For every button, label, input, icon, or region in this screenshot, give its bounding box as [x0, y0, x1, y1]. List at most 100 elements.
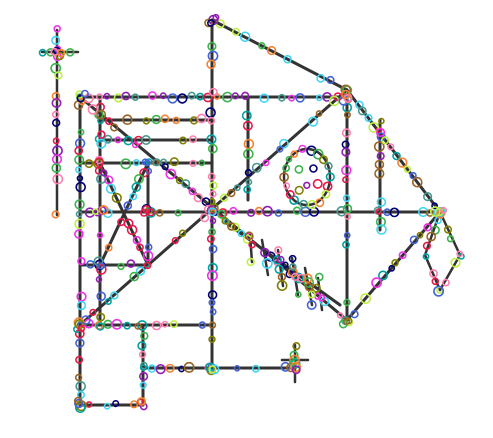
- point-marker: [136, 320, 148, 331]
- point-marker: [126, 259, 136, 268]
- point-marker: [246, 208, 256, 217]
- point-marker: [198, 159, 206, 167]
- point-marker: [89, 308, 97, 317]
- point-marker: [277, 93, 286, 102]
- point-marker: [77, 257, 86, 266]
- point-marker: [312, 178, 323, 189]
- point-marker: [120, 158, 132, 170]
- point-marker: [227, 189, 236, 198]
- point-marker: [87, 104, 99, 115]
- point-marker: [342, 176, 349, 184]
- point-marker: [111, 192, 122, 203]
- point-marker: [342, 194, 351, 203]
- point-marker: [208, 244, 218, 254]
- point-marker: [135, 266, 146, 276]
- point-marker: [357, 106, 367, 116]
- point-marker: [326, 75, 335, 85]
- point-marker: [304, 282, 314, 292]
- point-marker: [75, 166, 83, 174]
- point-marker: [51, 35, 61, 46]
- point-marker: [136, 243, 144, 252]
- point-marker: [229, 206, 238, 215]
- point-marker: [206, 59, 216, 70]
- point-marker: [318, 155, 328, 165]
- point-marker: [446, 235, 455, 243]
- point-marker: [86, 259, 95, 269]
- point-marker: [209, 217, 217, 225]
- point-marker: [315, 94, 323, 102]
- point-marker: [456, 250, 464, 258]
- point-marker: [381, 136, 390, 145]
- point-marker: [130, 400, 139, 409]
- point-marker: [181, 179, 191, 189]
- point-marker: [443, 225, 453, 234]
- point-marker: [143, 261, 152, 270]
- point-marker: [426, 231, 437, 242]
- point-marker: [283, 54, 292, 64]
- point-marker: [77, 325, 86, 333]
- point-marker: [51, 110, 60, 119]
- point-marker: [237, 229, 246, 238]
- point-marker: [169, 320, 178, 329]
- sketch-line: [345, 88, 442, 214]
- point-marker: [189, 159, 197, 167]
- point-marker: [206, 270, 218, 282]
- point-marker: [209, 364, 220, 375]
- point-marker: [220, 193, 229, 202]
- point-marker: [51, 91, 61, 101]
- point-marker: [97, 262, 105, 270]
- point-marker: [207, 19, 215, 27]
- point-marker: [96, 264, 107, 275]
- point-marker: [142, 117, 151, 125]
- point-marker: [259, 93, 270, 103]
- point-marker: [112, 400, 120, 408]
- point-marker: [74, 373, 83, 382]
- point-marker: [98, 205, 109, 216]
- point-marker: [96, 232, 104, 239]
- point-marker: [368, 122, 380, 133]
- point-marker: [316, 73, 326, 83]
- point-marker: [74, 229, 84, 239]
- point-marker: [80, 89, 89, 98]
- point-marker: [52, 173, 64, 185]
- point-marker: [207, 116, 216, 125]
- point-marker: [208, 335, 216, 344]
- point-markers: [38, 13, 465, 414]
- point-marker: [246, 257, 255, 267]
- point-marker: [103, 402, 111, 410]
- point-marker: [76, 175, 84, 182]
- point-marker: [137, 341, 147, 351]
- point-marker: [77, 128, 85, 136]
- point-marker: [207, 262, 218, 274]
- point-marker: [207, 172, 216, 181]
- point-marker: [274, 246, 283, 255]
- point-marker: [161, 163, 169, 171]
- point-marker: [206, 234, 215, 243]
- point-marker: [65, 47, 75, 57]
- point-marker: [298, 144, 307, 153]
- point-marker: [104, 297, 112, 305]
- point-marker: [155, 208, 164, 217]
- point-marker: [38, 48, 47, 57]
- point-marker: [160, 114, 170, 124]
- point-marker: [422, 253, 430, 260]
- point-marker: [426, 209, 434, 217]
- point-marker: [378, 117, 385, 125]
- point-marker: [117, 262, 125, 271]
- point-marker: [134, 322, 142, 330]
- point-marker: [103, 92, 111, 100]
- point-marker: [172, 116, 180, 125]
- point-marker: [141, 135, 152, 146]
- point-marker: [342, 240, 350, 249]
- point-marker: [227, 222, 236, 231]
- point-marker: [74, 154, 85, 165]
- point-marker: [233, 184, 241, 192]
- point-marker: [132, 159, 140, 167]
- point-marker: [260, 247, 270, 258]
- point-marker: [204, 18, 213, 28]
- point-marker: [276, 255, 285, 264]
- point-marker: [151, 320, 162, 331]
- point-marker: [147, 91, 157, 100]
- point-marker: [233, 364, 241, 372]
- point-marker: [242, 120, 253, 131]
